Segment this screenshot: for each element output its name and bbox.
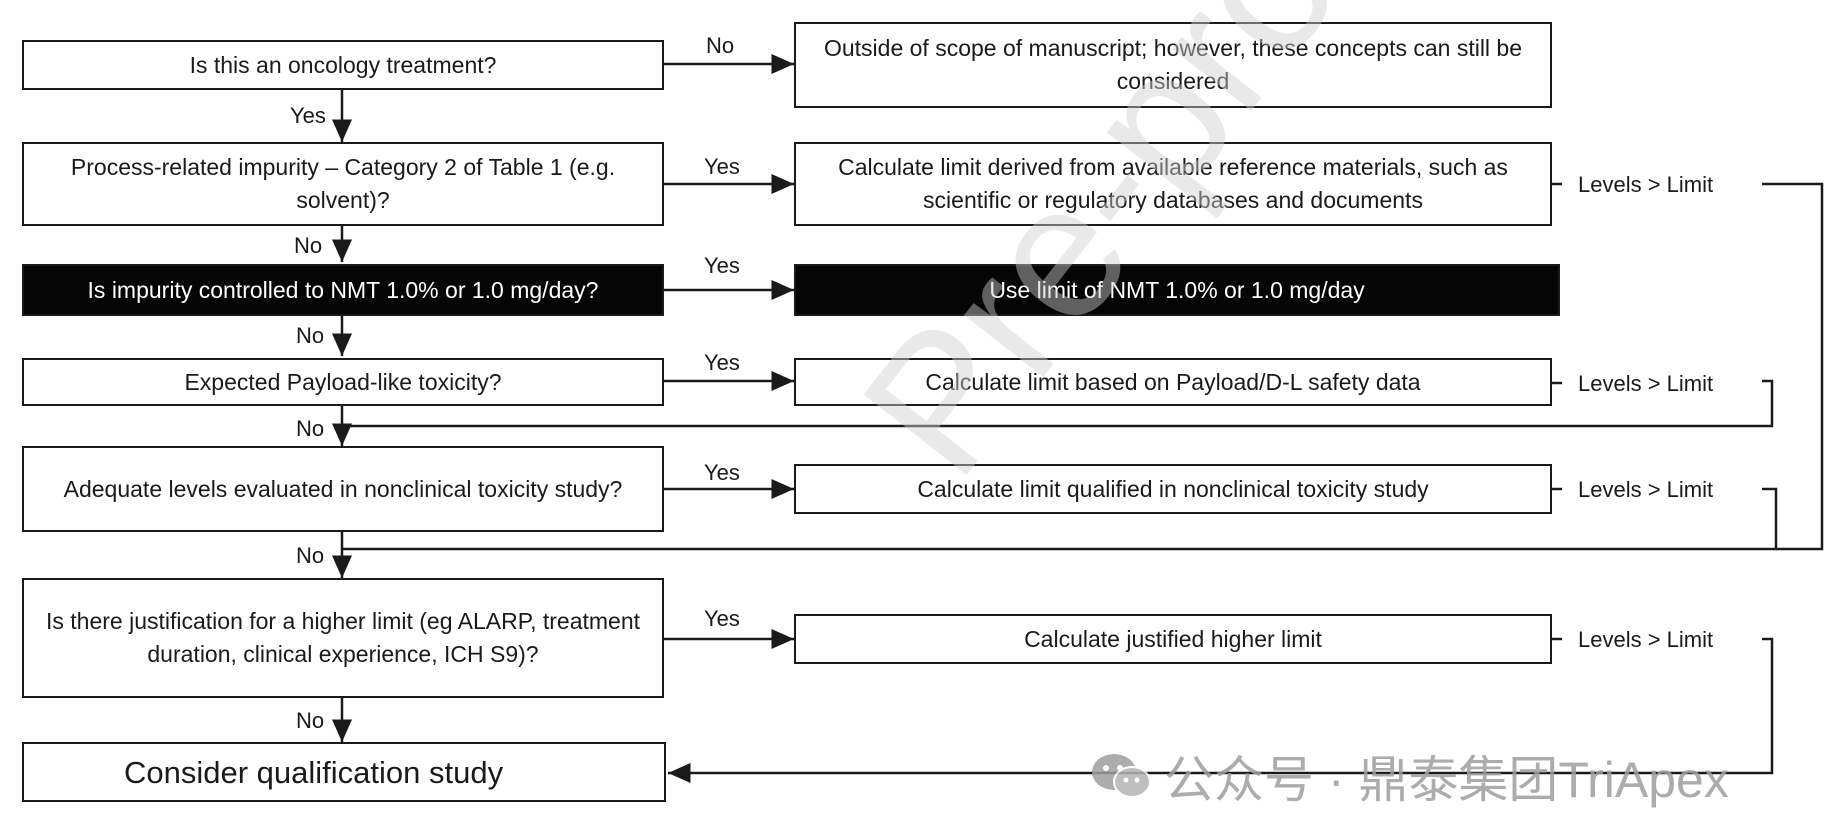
wechat-icon <box>1090 752 1152 800</box>
question-controlled-limit: Is impurity controlled to NMT 1.0% or 1.… <box>22 264 664 316</box>
outcome-justified-limit: Calculate justified higher limit <box>794 614 1552 664</box>
label-yes-q5: Yes <box>704 460 740 485</box>
levels-limit-o6: Levels > Limit <box>1574 628 1718 652</box>
loop-o5-return <box>342 487 1778 551</box>
label-no-q2: No <box>294 233 323 258</box>
label-no-q4: No <box>296 416 325 441</box>
outcome-nonclinical-limit: Calculate limit qualified in nonclinical… <box>794 464 1552 514</box>
loop-o4-return <box>342 379 1774 428</box>
levels-limit-o2: Levels > Limit <box>1574 173 1718 197</box>
label-yes-q1: Yes <box>290 103 326 128</box>
outcome-reference-materials: Calculate limit derived from available r… <box>794 142 1552 226</box>
question-payload-toxicity: Expected Payload-like toxicity? <box>22 358 664 406</box>
wechat-text: 公众号 · 鼎泰集团TriApex <box>1164 752 1729 808</box>
outcome-use-nmt-limit: Use limit of NMT 1.0% or 1.0 mg/day <box>794 264 1560 316</box>
wechat-watermark: 公众号 · 鼎泰集团TriApex <box>1090 740 1729 812</box>
loop-o6-final <box>668 637 1774 783</box>
label-yes-q4: Yes <box>704 350 740 375</box>
label-no-q1: No <box>706 33 735 58</box>
outcome-payload-safety: Calculate limit based on Payload/D-L saf… <box>794 358 1552 406</box>
label-no-q3: No <box>296 323 325 348</box>
final-qualification-study: Consider qualification study <box>22 742 666 802</box>
question-process-impurity: Process-related impurity – Category 2 of… <box>22 142 664 226</box>
label-no-q6: No <box>296 708 325 733</box>
question-nonclinical-levels: Adequate levels evaluated in nonclinical… <box>22 446 664 532</box>
question-higher-limit: Is there justification for a higher limi… <box>22 578 664 698</box>
loop-o2-return <box>1762 182 1824 551</box>
label-no-q5: No <box>296 543 325 568</box>
question-oncology: Is this an oncology treatment? <box>22 40 664 90</box>
label-yes-q2: Yes <box>704 154 740 179</box>
outcome-out-of-scope: Outside of scope of manuscript; however,… <box>794 22 1552 108</box>
levels-limit-o4: Levels > Limit <box>1574 372 1718 396</box>
label-yes-q3: Yes <box>704 253 740 278</box>
levels-limit-o5: Levels > Limit <box>1574 478 1718 502</box>
label-yes-q6: Yes <box>704 606 740 631</box>
